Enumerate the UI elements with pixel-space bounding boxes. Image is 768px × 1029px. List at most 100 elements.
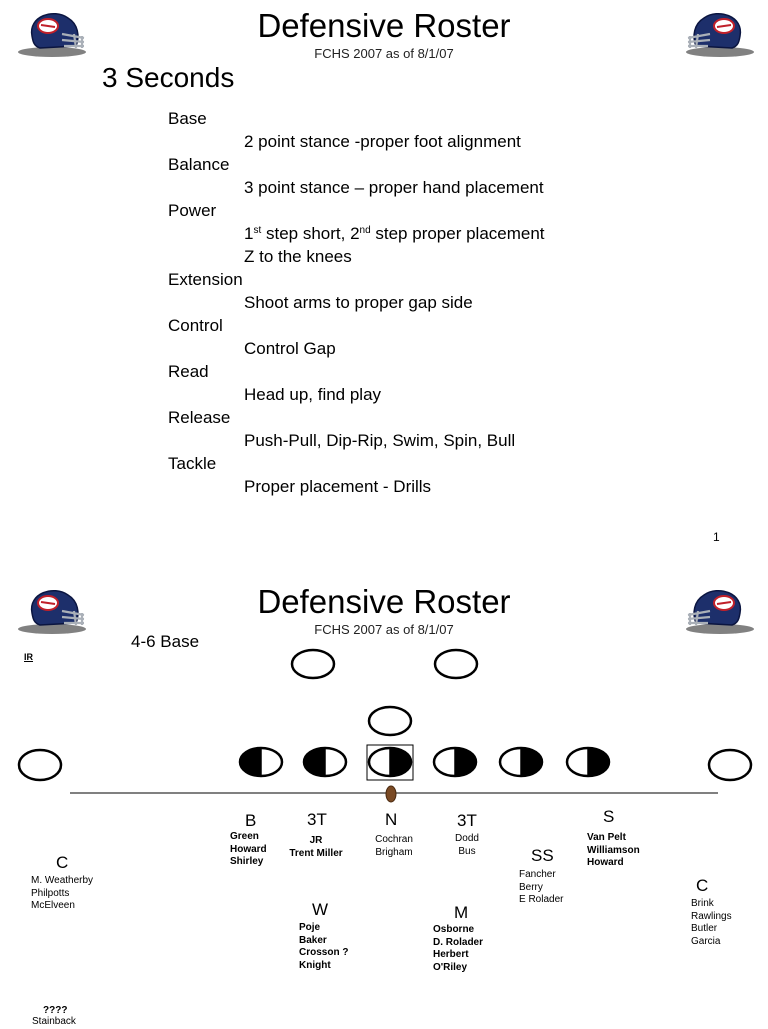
player-list: Fancher Berry E Rolader [519, 869, 563, 907]
position-label: W [312, 900, 329, 919]
step-label: Release [168, 408, 231, 427]
player-name: JR [309, 835, 323, 846]
slide1-title: Defensive Roster [257, 7, 511, 44]
lineman-marker [432, 746, 478, 778]
player-name: Green [230, 831, 259, 842]
helmet-logo-icon [18, 13, 86, 57]
player-name: Shirley [230, 856, 264, 868]
step-detail: Control Gap [244, 339, 336, 358]
step-label: Extension [168, 270, 243, 289]
step-detail: 2 point stance -proper foot alignment [244, 132, 521, 151]
helmet-logo-icon [18, 590, 86, 634]
step-detail: Head up, find play [244, 385, 382, 404]
player-name: Cochran [375, 834, 413, 845]
player-name: Berry [519, 881, 543, 893]
defender-marker [290, 648, 336, 680]
position-label: 3T [457, 811, 477, 830]
page-number: 1 [713, 530, 720, 544]
formation-name: 4-6 Base [131, 632, 200, 651]
step-label: Balance [168, 155, 230, 174]
step-label: Tackle [168, 454, 217, 473]
step-label: Base [168, 109, 207, 128]
player-name: Rawlings [691, 910, 732, 922]
lineman-marker [565, 746, 611, 778]
player-name: Brigham [375, 846, 413, 858]
ir-label: IR [24, 652, 33, 662]
lineman-marker [238, 746, 284, 778]
player-name: Stainback [32, 1016, 76, 1027]
position-label: M [454, 903, 469, 922]
lineman-marker [367, 746, 413, 778]
player-name: Knight [299, 960, 331, 972]
step-label: Read [168, 362, 209, 381]
slide2-title: Defensive Roster [257, 583, 511, 620]
detail-text: step short, 2 [261, 224, 360, 243]
player-name: Trent Miller [289, 847, 343, 859]
player-name: Philpotts [31, 887, 70, 899]
football-icon [385, 785, 397, 803]
step-detail: 3 point stance – proper hand placement [244, 178, 544, 197]
ordinal-suffix: st [253, 225, 262, 236]
defender-marker [707, 748, 753, 782]
defender-marker [17, 748, 63, 782]
step-detail: Shoot arms to proper gap side [244, 293, 473, 312]
detail-text: step proper placement [370, 224, 545, 243]
player-name: Bus [458, 845, 476, 857]
ordinal-suffix: nd [359, 225, 371, 236]
player-name: Fancher [519, 869, 556, 880]
player-name: D. Rolader [433, 936, 484, 948]
formation-diagram [17, 648, 753, 803]
position-label: SS [531, 846, 554, 865]
player-name: Crosson ? [299, 947, 349, 959]
slide2-subtitle: FCHS 2007 as of 8/1/07 [314, 622, 454, 637]
player-list: Osborne D. Rolader Herbert O'Riley [433, 924, 483, 975]
position-label: B [245, 811, 257, 830]
step-detail: Z to the knees [244, 247, 352, 266]
nose-box [366, 744, 414, 781]
position-label: C [56, 853, 69, 872]
player-name: Herbert [433, 949, 469, 961]
player-name: Baker [299, 934, 327, 946]
defender-marker [433, 648, 479, 680]
player-list: Poje Baker Crosson ? Knight [299, 922, 348, 973]
section-title: 3 Seconds [102, 62, 235, 93]
player-name: Brink [691, 898, 714, 909]
player-list: JR Trent Miller [286, 835, 346, 860]
player-name: Van Pelt [587, 832, 626, 843]
helmet-logo-icon [686, 13, 754, 57]
player-list: M. Weatherby Philpotts McElveen [31, 875, 93, 913]
player-list: Van Pelt Williamson Howard [587, 832, 640, 870]
position-label: 3T [307, 810, 327, 829]
step-detail: Proper placement - Drills [244, 477, 432, 496]
player-name: Howard [230, 843, 267, 855]
step-label: Power [168, 201, 217, 220]
step-label: Control [168, 316, 223, 335]
position-label: ???? [43, 1005, 68, 1016]
player-name: O'Riley [433, 962, 468, 974]
player-list: Green Howard Shirley [230, 831, 267, 869]
player-name: Williamson [587, 844, 640, 856]
step-detail: Push-Pull, Dip-Rip, Swim, Spin, Bull [244, 431, 516, 450]
helmet-logo-icon [686, 590, 754, 634]
player-name: Poje [299, 922, 321, 933]
defender-marker [367, 705, 413, 737]
player-name: E Rolader [519, 894, 564, 906]
player-name: Garcia [691, 936, 721, 948]
player-name: Osborne [433, 924, 475, 935]
player-name: Butler [691, 923, 718, 935]
step-detail-power: 1st step short, 2nd step proper placemen… [244, 224, 545, 244]
position-label: C [696, 876, 709, 895]
player-name: Howard [587, 857, 624, 869]
player-name: McElveen [31, 900, 75, 912]
player-list: Dodd Bus [442, 833, 492, 858]
slide1-subtitle: FCHS 2007 as of 8/1/07 [314, 46, 454, 61]
position-label: S [603, 807, 615, 826]
lineman-marker [498, 746, 544, 778]
ordinal-number: 1 [244, 224, 254, 243]
position-label: N [385, 810, 398, 829]
player-list: Brink Rawlings Butler Garcia [691, 898, 732, 949]
player-name: Dodd [455, 833, 479, 844]
player-list: Cochran Brigham [364, 834, 424, 859]
lineman-marker [302, 746, 348, 778]
player-name: M. Weatherby [31, 875, 94, 886]
